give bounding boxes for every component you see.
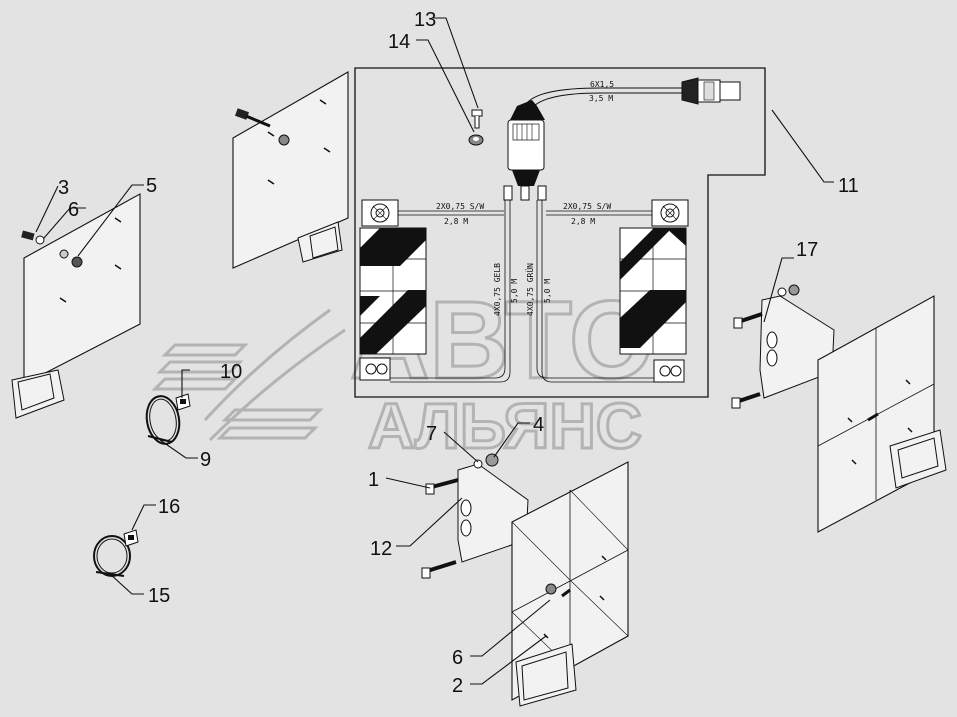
callout-15: 15 — [148, 585, 170, 607]
lower-center-assembly — [421, 453, 629, 707]
bolt-13 — [471, 109, 483, 129]
right-lower-lamp — [653, 359, 685, 383]
callout-11: 11 — [838, 175, 859, 197]
callout-4: 4 — [533, 414, 544, 436]
left-panel-assembly — [11, 193, 141, 419]
clip-16 — [123, 529, 139, 547]
watermark: АВТО АЛЬЯНС — [151, 278, 656, 464]
nut-14 — [468, 134, 484, 146]
right-assembly — [731, 284, 947, 533]
left-lower-lamp — [359, 357, 391, 381]
junction-box — [503, 100, 547, 201]
callout-1: 1 — [368, 469, 379, 491]
main-cable-length: 3,5 M — [589, 94, 613, 103]
right-cable-length: 2,8 M — [571, 217, 595, 226]
clip-ring-15 — [93, 535, 131, 577]
left-cable-spec: 2X0,75 S/W — [436, 202, 484, 211]
callout-3: 3 — [58, 177, 69, 199]
panel-outline — [354, 67, 766, 398]
callout-6-bottom: 6 — [452, 647, 463, 669]
callout-leaders — [35, 17, 834, 685]
vert-right-cable-length: 5,0 M — [543, 279, 552, 303]
main-cable — [526, 87, 682, 104]
callout-9: 9 — [200, 449, 211, 471]
callout-5: 5 — [146, 175, 157, 197]
right-lamp-unit — [651, 199, 689, 227]
callout-13: 13 — [414, 9, 436, 31]
callout-7: 7 — [426, 423, 437, 445]
main-cable-spec: 6X1,5 — [590, 80, 614, 89]
vert-right-cable-spec: 4X0,75 GRÜN — [525, 263, 535, 316]
watermark-logo — [151, 308, 346, 442]
left-cable-length: 2,8 M — [444, 217, 468, 226]
callout-14: 14 — [388, 31, 410, 53]
callout-17: 17 — [796, 239, 818, 261]
callout-6-left: 6 — [68, 199, 79, 221]
right-cable-spec: 2X0,75 S/W — [563, 202, 611, 211]
callout-2: 2 — [452, 675, 463, 697]
callout-16: 16 — [158, 496, 180, 518]
vert-left-cable-length: 5,0 M — [510, 279, 519, 303]
upper-left-panel — [232, 71, 349, 269]
watermark-line2: АЛЬЯНС — [368, 390, 642, 462]
vert-left-cable-spec: 4X0,75 GELB — [493, 263, 502, 316]
callout-labels: 13 14 11 17 3 6 5 10 9 16 15 1 7 4 12 6 … — [58, 9, 859, 697]
clip-10 — [175, 393, 191, 411]
callout-10: 10 — [220, 361, 242, 383]
wiring-harness-panel: 6X1,5 3,5 M 2X0,75 S/W 2,8 M 2X0,75 S/W … — [354, 67, 766, 398]
clip-ring-9 — [145, 395, 181, 445]
right-warning-board — [619, 227, 687, 355]
callout-12: 12 — [370, 538, 392, 560]
left-warning-board — [359, 227, 427, 355]
plug-connector — [681, 77, 741, 105]
left-lamp-unit — [361, 199, 399, 227]
